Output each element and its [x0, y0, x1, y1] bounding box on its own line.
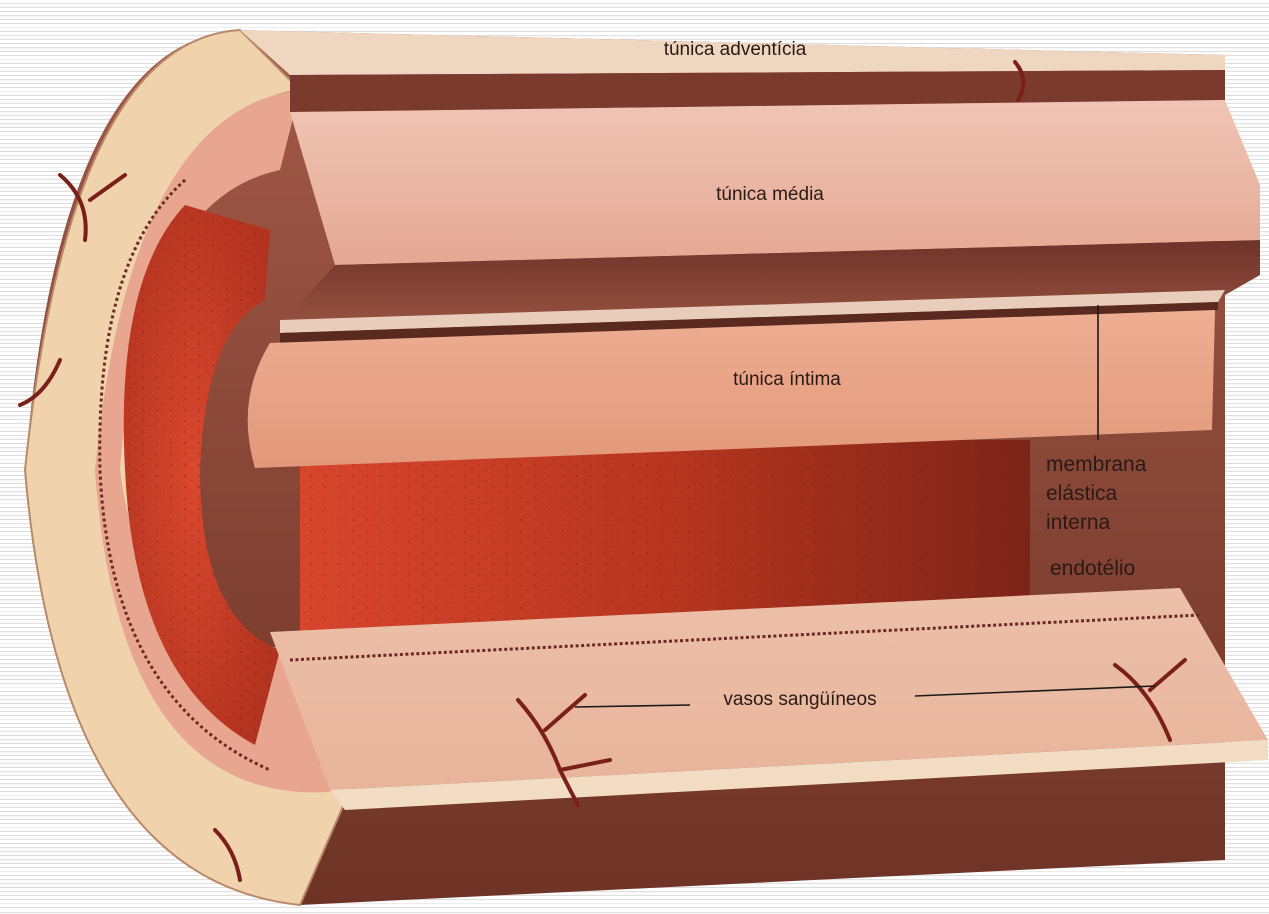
- label-tunica-media: túnica média: [716, 184, 824, 205]
- label-membrana-line1: membrana: [1046, 453, 1147, 476]
- label-tunica-adventicia: túnica adventícia: [664, 39, 807, 60]
- label-vasos-sanguineos: vasos sangüíneos: [723, 689, 876, 710]
- label-membrana-line2: elástica: [1046, 482, 1118, 505]
- media-front-face: [290, 100, 1260, 265]
- label-endotelio: endotélio: [1050, 557, 1135, 580]
- label-membrana-line3: interna: [1046, 511, 1111, 534]
- label-tunica-intima: túnica íntima: [733, 369, 841, 390]
